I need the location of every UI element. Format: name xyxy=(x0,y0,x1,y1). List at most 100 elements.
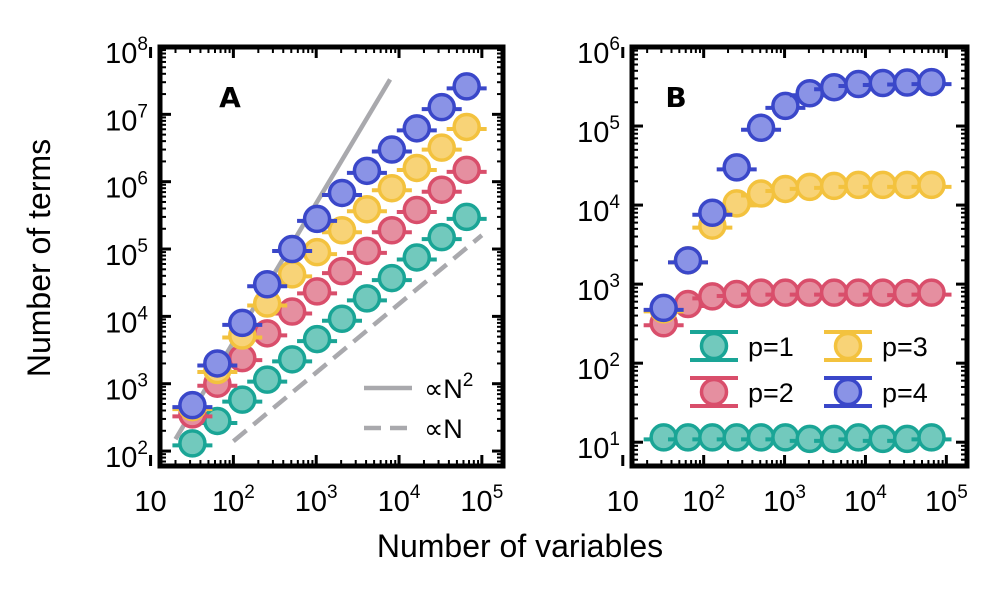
x-tick-label: 103 xyxy=(763,482,806,518)
data-point xyxy=(377,173,407,203)
data-point xyxy=(277,345,307,374)
y-tick-label: 105 xyxy=(577,113,620,149)
y-tick-label-base: 10 xyxy=(105,240,137,272)
data-point xyxy=(402,195,432,225)
x-tick-label-exponent: 5 xyxy=(493,482,504,503)
x-tick-label-base: 10 xyxy=(844,486,876,518)
data-point xyxy=(698,198,727,227)
legend-series-label: p=2 xyxy=(748,378,794,408)
y-axis-title: Number of terms xyxy=(21,139,57,377)
x-tick-label: 105 xyxy=(460,482,503,518)
data-point xyxy=(327,304,357,334)
data-point xyxy=(771,423,800,452)
data-point xyxy=(377,263,407,293)
y-tick-label-base: 10 xyxy=(577,117,609,149)
data-point xyxy=(252,365,282,394)
legend-series-label: p=3 xyxy=(882,332,928,362)
legend-swatch-marker xyxy=(699,331,729,361)
y-tick-label-exponent: 6 xyxy=(137,169,148,190)
data-point xyxy=(302,204,332,234)
x-tick-label-exponent: 4 xyxy=(876,482,887,503)
data-point xyxy=(352,156,382,186)
x-axis-title: Number of variables xyxy=(377,528,663,564)
y-tick-label-exponent: 7 xyxy=(137,101,148,122)
y-tick-label-base: 10 xyxy=(105,375,137,407)
y-tick-label: 101 xyxy=(577,429,620,465)
data-point xyxy=(178,429,207,458)
legend-series-label: p=1 xyxy=(748,332,794,362)
data-point xyxy=(377,216,407,245)
data-point xyxy=(427,133,456,162)
data-point xyxy=(427,92,456,122)
x-tick-label-base: 10 xyxy=(925,486,957,518)
x-tick-label: 10 xyxy=(607,486,639,518)
data-point xyxy=(917,278,946,307)
data-point xyxy=(917,423,946,452)
y-tick-label-base: 10 xyxy=(577,275,609,307)
data-point xyxy=(452,72,481,101)
legend-swatch-marker xyxy=(833,331,863,361)
y-tick-label-exponent: 8 xyxy=(137,34,148,55)
x-tick-label-exponent: 2 xyxy=(715,482,726,503)
panel-label: B xyxy=(665,81,686,114)
data-point xyxy=(228,385,257,414)
data-point xyxy=(868,278,898,307)
x-tick-label-exponent: 5 xyxy=(957,482,968,503)
data-point xyxy=(917,170,946,200)
data-point xyxy=(427,222,456,252)
data-point xyxy=(452,155,481,185)
y-tick-label: 106 xyxy=(577,34,620,70)
y-tick-label: 104 xyxy=(577,192,620,228)
x-tick-label: 102 xyxy=(212,482,255,518)
data-point xyxy=(277,297,307,326)
x-tick-label-base: 10 xyxy=(134,486,166,518)
legend-guide-label-exponent: 2 xyxy=(463,370,474,391)
x-tick-label-base: 10 xyxy=(212,486,244,518)
data-point xyxy=(402,114,432,143)
data-point xyxy=(352,194,382,224)
data-point xyxy=(649,293,678,323)
data-point xyxy=(352,236,382,266)
y-tick-label-exponent: 2 xyxy=(609,350,620,371)
panel-label: A xyxy=(219,81,241,114)
y-tick-label-base: 10 xyxy=(577,433,609,465)
y-tick-label-exponent: 6 xyxy=(609,34,620,55)
y-tick-label-exponent: 5 xyxy=(137,236,148,257)
y-tick-label-exponent: 4 xyxy=(137,303,148,324)
y-tick-label-exponent: 2 xyxy=(137,438,148,459)
y-tick-label-exponent: 3 xyxy=(137,371,148,392)
y-tick-label-base: 10 xyxy=(105,173,137,205)
data-point xyxy=(452,112,481,142)
data-point xyxy=(746,113,776,143)
data-point xyxy=(746,179,776,208)
y-tick-label: 102 xyxy=(577,350,620,386)
y-tick-label: 103 xyxy=(577,271,620,307)
data-point xyxy=(673,246,703,275)
data-point xyxy=(327,178,357,208)
y-tick-label: 103 xyxy=(105,371,148,407)
x-tick-label: 102 xyxy=(682,482,725,518)
y-tick-label-exponent: 5 xyxy=(609,113,620,134)
x-tick-label-base: 10 xyxy=(460,486,492,518)
data-point xyxy=(771,91,800,121)
legend-guide-label: ∝N xyxy=(424,414,463,444)
x-tick-label-exponent: 4 xyxy=(410,482,421,503)
x-tick-label: 104 xyxy=(378,482,421,518)
y-tick-label-base: 10 xyxy=(105,307,137,339)
legend-series-label: p=4 xyxy=(882,378,928,408)
x-tick-label-base: 10 xyxy=(763,486,795,518)
data-point xyxy=(844,423,873,452)
data-point xyxy=(352,284,382,313)
y-tick-label-base: 10 xyxy=(577,196,609,228)
x-tick-label-base: 10 xyxy=(378,486,410,518)
x-tick-label: 105 xyxy=(925,482,968,518)
legend-guide-label: ∝N2 xyxy=(424,370,473,404)
linear-guide-line xyxy=(231,233,484,443)
x-tick-label-base: 10 xyxy=(682,486,714,518)
legend-guide-label-text: ∝N xyxy=(424,374,463,404)
y-tick-label: 102 xyxy=(105,438,148,474)
data-point xyxy=(178,390,207,420)
y-tick-label-exponent: 1 xyxy=(609,429,620,450)
